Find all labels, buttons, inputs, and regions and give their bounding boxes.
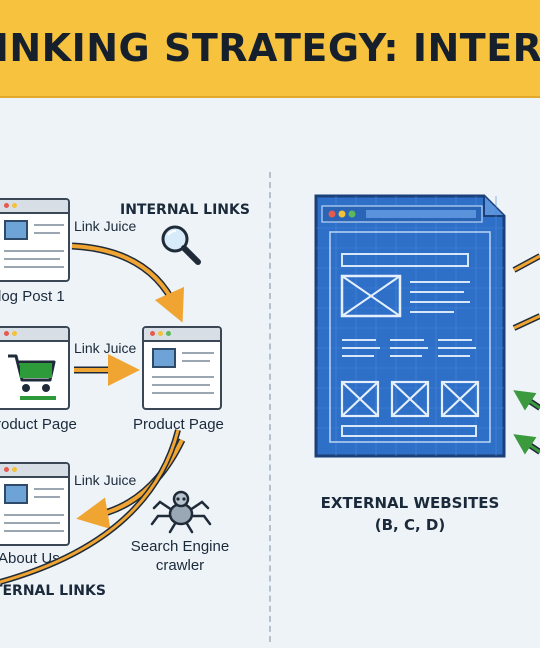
- window-dot-icon: [12, 203, 17, 208]
- text-line: [152, 376, 214, 378]
- text-line: [4, 522, 60, 524]
- window-dot-icon: [4, 203, 9, 208]
- external-link-arrows: [512, 253, 540, 455]
- text-line: [4, 250, 64, 252]
- magnifier-icon: [161, 225, 201, 265]
- crawler-label-line-2: crawler: [155, 557, 205, 574]
- text-line: [4, 514, 64, 516]
- shopping-cart-icon: [8, 354, 56, 400]
- external-websites-sublabel: (B, C, D): [374, 516, 446, 534]
- link-arrows-left: [0, 242, 186, 585]
- section-divider: [269, 172, 271, 642]
- text-line: [4, 530, 64, 532]
- about-us-label: About Us: [0, 550, 60, 567]
- window-dot-icon: [12, 331, 17, 336]
- browser-bar: [0, 328, 68, 342]
- text-line: [4, 266, 64, 268]
- image-thumbnail-icon: [4, 484, 28, 504]
- window-dot-icon: [4, 467, 9, 472]
- external-website-blueprint: [314, 194, 506, 458]
- link-juice-label: Link Juice: [74, 340, 137, 356]
- target-product-page-card: [142, 326, 222, 410]
- product-page-card: [0, 326, 70, 410]
- internal-links-heading: INTERNAL LINKS: [120, 202, 250, 218]
- text-line: [152, 384, 210, 386]
- blog-post-label: Blog Post 1: [0, 288, 65, 305]
- target-product-page-label: Product Page: [133, 416, 224, 433]
- browser-bar: [144, 328, 220, 342]
- internal-links-bottom-label: INTERNAL LINKS: [0, 583, 106, 599]
- image-thumbnail-icon: [152, 348, 176, 368]
- text-line: [4, 258, 60, 260]
- about-us-page-card: [0, 462, 70, 546]
- window-dot-icon: [166, 331, 171, 336]
- window-dot-icon: [158, 331, 163, 336]
- link-juice-label: Link Juice: [74, 472, 137, 488]
- blog-post-page-card: [0, 198, 70, 282]
- text-line: [182, 360, 210, 362]
- text-line: [152, 392, 214, 394]
- product-page-label-left: Product Page: [0, 416, 77, 433]
- external-websites-label: EXTERNAL WEBSITES: [320, 494, 500, 512]
- link-juice-label: Link Juice: [74, 218, 137, 234]
- crawler-label-line-1: Search Engine: [130, 538, 230, 555]
- text-line: [34, 488, 64, 490]
- window-dot-icon: [4, 331, 9, 336]
- image-thumbnail-icon: [4, 220, 28, 240]
- banner-title: LINKING STRATEGY: INTERNAL & EXTERNAL: [0, 26, 540, 70]
- text-line: [34, 232, 60, 234]
- window-dot-icon: [150, 331, 155, 336]
- title-banner: LINKING STRATEGY: INTERNAL & EXTERNAL: [0, 0, 540, 98]
- browser-bar: [0, 200, 68, 214]
- text-line: [182, 352, 214, 354]
- crawler-spider-icon: [150, 490, 212, 534]
- text-line: [34, 224, 64, 226]
- window-dot-icon: [12, 467, 17, 472]
- browser-bar: [0, 464, 68, 478]
- text-line: [34, 496, 60, 498]
